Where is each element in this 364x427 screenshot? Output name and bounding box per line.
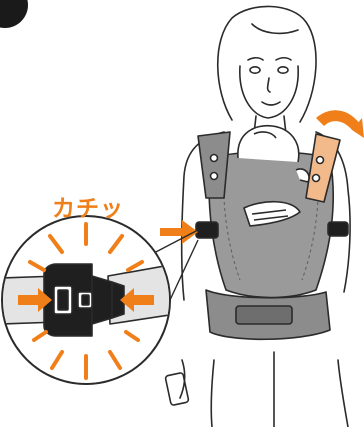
buckle-zoom-circle — [0, 216, 176, 384]
rotate-arrow-icon — [316, 110, 364, 138]
click-sound-label: カチッ — [52, 198, 124, 221]
baby-carrier — [196, 126, 348, 340]
